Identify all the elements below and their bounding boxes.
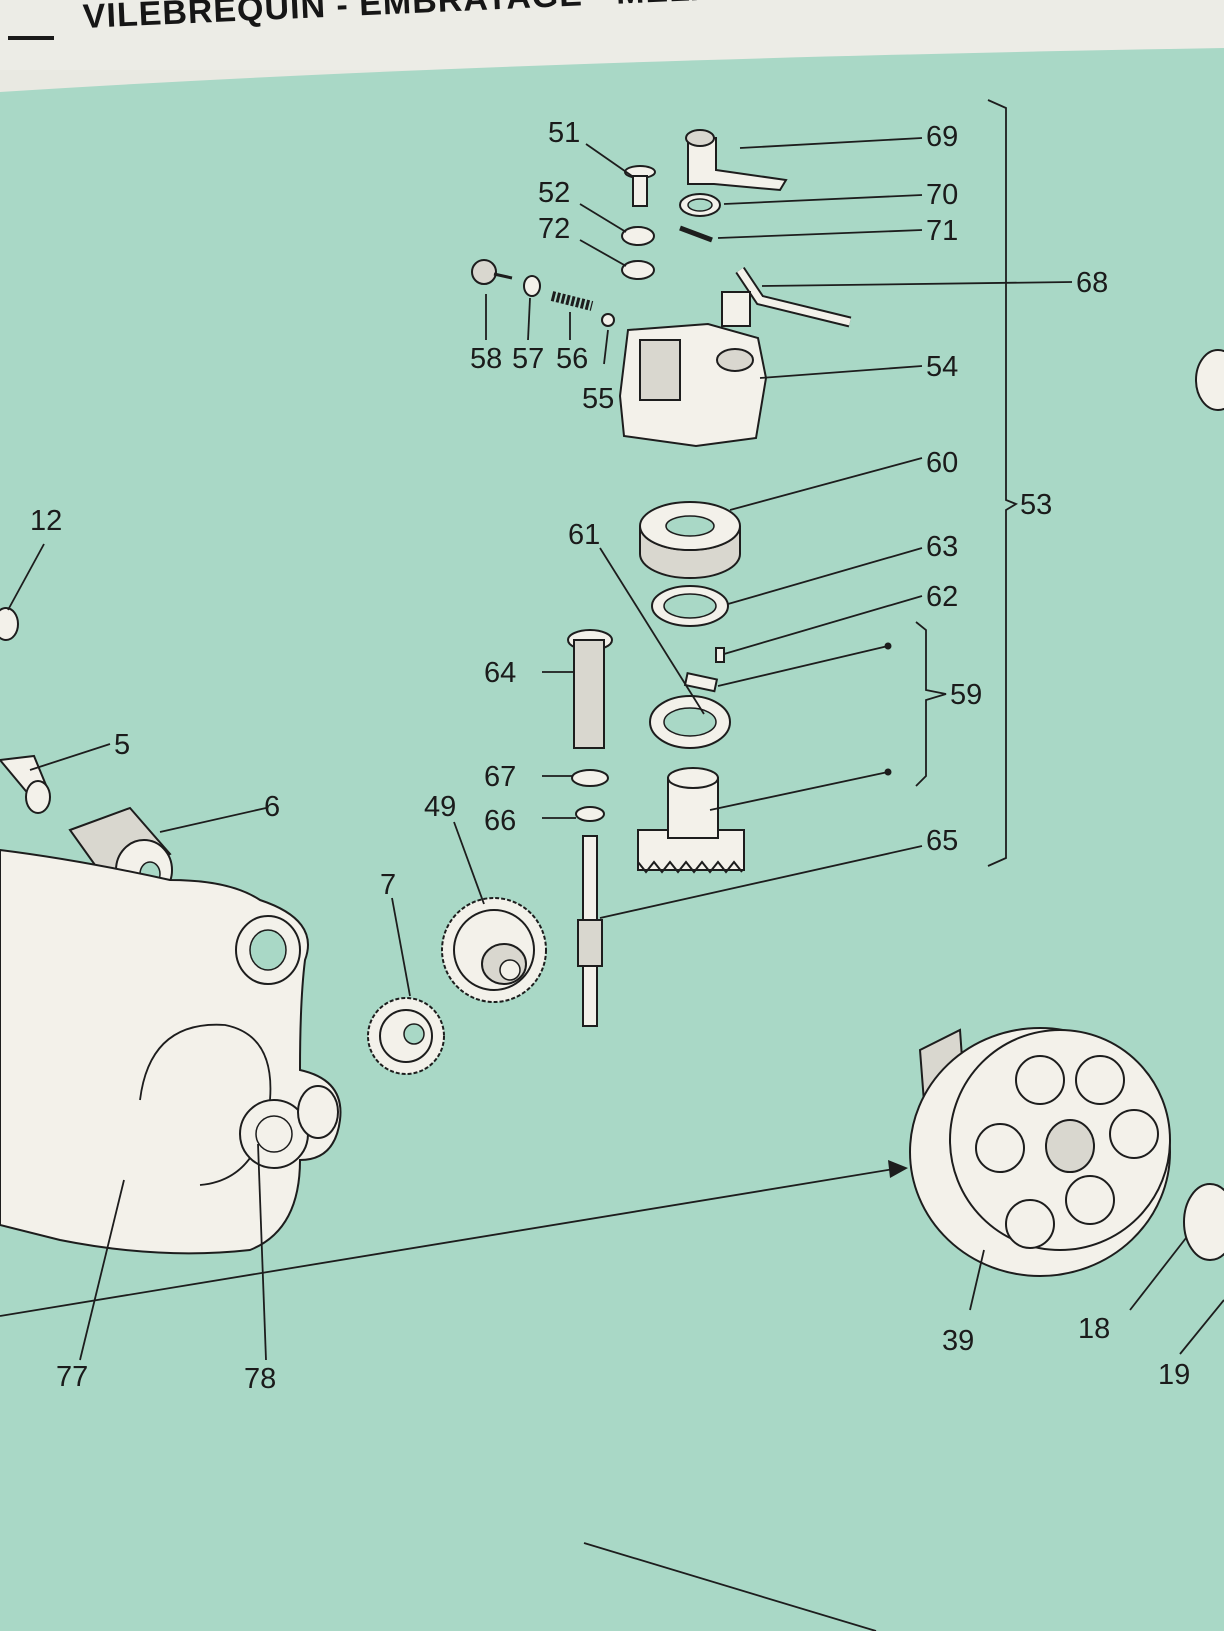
callout-60: 60 bbox=[926, 447, 958, 479]
part-49-gear bbox=[441, 897, 547, 1003]
callout-55: 55 bbox=[582, 383, 614, 415]
part-67-ring bbox=[571, 769, 609, 787]
callout-68: 68 bbox=[1076, 267, 1108, 299]
part-64-shaft bbox=[567, 629, 613, 749]
part-39-clutch-drum bbox=[909, 1027, 1171, 1277]
callout-78: 78 bbox=[244, 1363, 276, 1395]
callout-59: 59 bbox=[950, 679, 982, 711]
callout-53: 53 bbox=[1020, 489, 1052, 521]
part-7-gear bbox=[367, 997, 445, 1075]
part-54-pump-body bbox=[618, 322, 768, 448]
part-right-edge bbox=[1195, 349, 1224, 411]
callout-64: 64 bbox=[484, 657, 516, 689]
part-crankcase bbox=[0, 848, 342, 1255]
callout-67: 67 bbox=[484, 761, 516, 793]
part-51-screw bbox=[624, 165, 656, 207]
part-12-edge bbox=[0, 607, 19, 641]
callout-52: 52 bbox=[538, 177, 570, 209]
callout-63: 63 bbox=[926, 531, 958, 563]
callout-58: 58 bbox=[470, 343, 502, 375]
sheet-background bbox=[0, 48, 1224, 1631]
callout-56: 56 bbox=[556, 343, 588, 375]
part-72-washer bbox=[621, 260, 655, 280]
part-68-pipe bbox=[721, 266, 852, 328]
header-dash bbox=[8, 36, 54, 40]
callout-70: 70 bbox=[926, 179, 958, 211]
callout-65: 65 bbox=[926, 825, 958, 857]
callout-51: 51 bbox=[548, 117, 580, 149]
callout-5: 5 bbox=[114, 729, 130, 761]
part-59-key bbox=[683, 672, 719, 693]
callout-77: 77 bbox=[56, 1361, 88, 1393]
part-52-washer bbox=[621, 226, 655, 246]
callout-57: 57 bbox=[512, 343, 544, 375]
part-65-gear-shaft bbox=[577, 767, 745, 1027]
part-58-plug bbox=[471, 259, 513, 285]
leader-lines bbox=[0, 99, 1224, 1631]
callout-71: 71 bbox=[926, 215, 958, 247]
part-5-tube bbox=[0, 754, 51, 814]
callout-19: 19 bbox=[1158, 1359, 1190, 1391]
part-69-lever bbox=[685, 129, 788, 192]
callout-69: 69 bbox=[926, 121, 958, 153]
part-71-pin bbox=[679, 225, 713, 243]
callout-72: 72 bbox=[538, 213, 570, 245]
callout-49: 49 bbox=[424, 791, 456, 823]
callout-39: 39 bbox=[942, 1325, 974, 1357]
part-18-washer bbox=[1183, 1183, 1224, 1261]
part-62-pin bbox=[715, 647, 725, 663]
callout-7: 7 bbox=[380, 869, 396, 901]
callout-54: 54 bbox=[926, 351, 958, 383]
part-55-ball bbox=[601, 313, 615, 327]
callout-62: 62 bbox=[926, 581, 958, 613]
callout-18: 18 bbox=[1078, 1313, 1110, 1345]
part-66-ring bbox=[575, 806, 605, 822]
callout-61: 61 bbox=[568, 519, 600, 551]
callout-6: 6 bbox=[264, 791, 280, 823]
callout-12: 12 bbox=[30, 505, 62, 537]
part-56-spring bbox=[550, 291, 594, 311]
part-57-washer bbox=[523, 275, 541, 297]
callout-66: 66 bbox=[484, 805, 516, 837]
part-60-disc bbox=[639, 501, 741, 579]
